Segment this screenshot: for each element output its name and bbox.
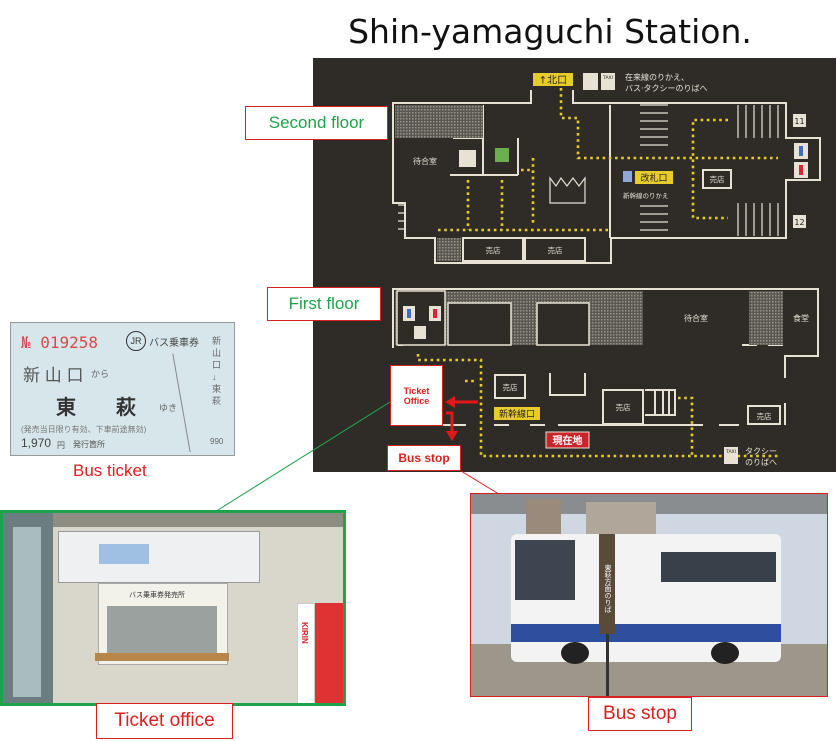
ticket-to-suffix: ゆき xyxy=(159,403,178,413)
taxi-icon xyxy=(601,73,615,90)
hatched-area xyxy=(749,291,783,345)
bus-ticket-image: № 019258 JR バス乗車券 新 山 口 から 東 萩 ゆき (発売当日限… xyxy=(10,322,235,456)
stairs xyxy=(398,104,779,236)
direction-arrows xyxy=(445,396,478,441)
current-location-text: 現在地 xyxy=(553,434,583,447)
ticket-side-code: 990 xyxy=(210,437,224,446)
guide-path-1f xyxy=(416,354,780,458)
waiting-room-2f: 待合室 xyxy=(413,156,437,166)
ticket-issuer: 発行箇所 xyxy=(73,440,105,449)
shop-label: 売店 xyxy=(548,245,563,255)
bus-stop-map-label: Bus stop xyxy=(387,445,461,471)
first-floor-label: First floor xyxy=(267,287,381,321)
platform-11-badge xyxy=(793,114,806,127)
jr-logo: JR xyxy=(126,331,146,351)
recycle-icon xyxy=(495,148,509,162)
vending-brand-text: KIRIN xyxy=(300,622,309,644)
ticket-from-suffix: から xyxy=(91,369,110,379)
north-exit-text: ↑北口 xyxy=(539,75,567,87)
north-exit-label xyxy=(533,73,573,86)
ticket-office-connector xyxy=(217,401,391,511)
platform-12-badge xyxy=(793,215,806,228)
transfer-text-2: バス·タクシーのりばへ xyxy=(625,84,708,93)
shinkansen-exit-text: 新幹線口 xyxy=(499,408,535,420)
bus-stop-sign: 東萩方面のりば xyxy=(599,534,615,634)
ticket-office-photo: バス乗車券発売所 KIRIN xyxy=(0,510,346,706)
ticket-gate-text: 改札口 xyxy=(640,172,667,184)
vending-machine: KIRIN xyxy=(297,603,315,703)
ticket-office-map-label: Ticket Office xyxy=(390,365,443,426)
page-title: Shin-yamaguchi Station. xyxy=(348,12,752,51)
info-icon xyxy=(459,150,476,167)
vending-machine xyxy=(315,603,343,703)
counter xyxy=(95,653,229,661)
shinkansen-exit-label xyxy=(494,407,540,420)
shop-label: 売店 xyxy=(710,174,725,184)
dining-label: 食堂 xyxy=(793,313,809,323)
timetable-board xyxy=(58,531,260,583)
ticket-gate-icon xyxy=(623,171,632,182)
bus-stop-caption: Bus stop xyxy=(588,697,692,731)
taxi-icon xyxy=(724,447,738,464)
office-sign-text: バス乗車券発売所 xyxy=(129,592,185,599)
shop-label: 売店 xyxy=(757,411,772,421)
taxi-icon-text: TAXI xyxy=(725,449,736,455)
hatched-area xyxy=(395,105,483,138)
ticket-number: № 019258 xyxy=(21,333,99,352)
wheelchair-icon xyxy=(414,326,426,339)
shinkansen-transfer-text: 新幹線のりかえ xyxy=(623,191,669,200)
ticket-price-unit: 円 xyxy=(57,441,65,450)
shop-label: 売店 xyxy=(486,245,501,255)
bus-icon xyxy=(583,73,598,90)
shop-label: 売店 xyxy=(616,402,631,412)
second-floor-walls xyxy=(392,90,821,264)
platform-11: 11 xyxy=(794,117,804,126)
ticket-type: バス乗車券 xyxy=(149,338,199,349)
ticket-from: 新 山 口 xyxy=(23,366,84,385)
bus-stop-photo: 東萩方面のりば xyxy=(470,493,828,697)
bus-stop-sign-text: 東萩方面のりば xyxy=(604,564,611,613)
shop-label: 売店 xyxy=(503,382,518,392)
ticket-window: バス乗車券発売所 xyxy=(98,583,228,665)
transfer-text-1: 在来線のりかえ、 xyxy=(625,72,689,82)
ticket-notice: (発売当日限り有効、下車前途無効) xyxy=(21,425,147,434)
bus-ticket-caption: Bus ticket xyxy=(73,461,147,480)
second-floor-label: Second floor xyxy=(245,106,388,140)
platform-12: 12 xyxy=(794,218,804,227)
taxi-icon-text: TAXI xyxy=(602,75,613,81)
bus xyxy=(511,534,781,664)
hatched-area xyxy=(437,238,461,261)
taxi-text-2: のりばへ xyxy=(745,458,777,467)
ticket-office-caption: Ticket office xyxy=(96,703,233,739)
current-location-label xyxy=(545,431,590,449)
ticket-gate-label xyxy=(635,171,673,184)
guide-path-2f xyxy=(438,88,778,232)
taxi-text-1: タクシー xyxy=(745,447,777,456)
ticket-to: 東 萩 xyxy=(56,397,136,419)
floor-plan-svg: ↑北口 TAXI 在来線のりかえ、 バス·タクシーのりばへ 待合室 改札口 新幹… xyxy=(392,72,821,467)
ticket-side-route: 新山口↓東萩 xyxy=(212,336,222,406)
waiting-room-1f: 待合室 xyxy=(684,313,708,323)
ticket-price: 1,970 xyxy=(21,436,52,450)
